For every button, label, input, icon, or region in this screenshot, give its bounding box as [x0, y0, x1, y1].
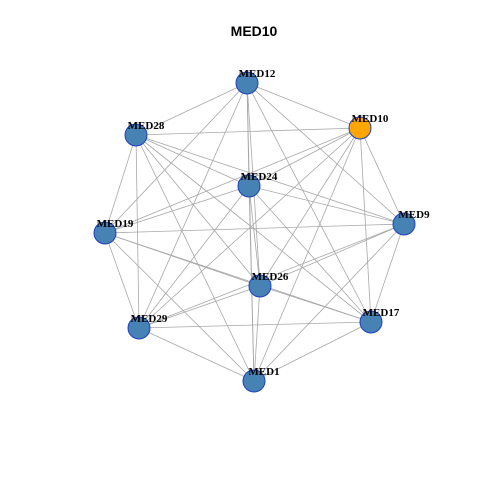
- edge-med12-med17: [246, 82, 372, 323]
- node-med9: MED9: [392, 209, 430, 236]
- edges-layer: [104, 82, 405, 382]
- node-label-med12: MED12: [239, 68, 276, 80]
- edge-med19-med1: [104, 232, 255, 382]
- node-med26: MED26: [248, 271, 289, 298]
- node-med12: MED12: [235, 68, 276, 95]
- node-label-med19: MED19: [97, 218, 134, 230]
- node-circle-med26: [248, 274, 272, 298]
- edge-med24-med19: [104, 185, 250, 234]
- edge-med12-med28: [135, 82, 248, 136]
- edge-med19-med17: [104, 232, 372, 323]
- edge-med12-med9: [246, 82, 405, 225]
- edge-med26-med17: [259, 285, 372, 323]
- node-circle-med9: [392, 212, 416, 236]
- edge-med28-med1: [135, 134, 255, 382]
- node-circle-med1: [242, 369, 266, 393]
- node-med28: MED28: [124, 120, 165, 147]
- node-circle-med17: [359, 310, 383, 334]
- edge-med28-med24: [135, 134, 250, 187]
- node-circle-med29: [127, 316, 151, 340]
- edge-med12-med29: [138, 82, 248, 329]
- edge-med10-med28: [135, 127, 361, 136]
- edge-med9-med26: [259, 223, 405, 287]
- node-med17: MED17: [359, 307, 400, 334]
- node-label-med24: MED24: [241, 171, 278, 183]
- edge-med24-med26: [248, 185, 261, 287]
- edge-med19-med9: [104, 223, 405, 234]
- node-med19: MED19: [93, 218, 134, 245]
- edge-med26-med29: [138, 285, 261, 329]
- edge-med29-med17: [138, 321, 372, 329]
- node-circle-med19: [93, 221, 117, 245]
- edge-med24-med9: [248, 185, 405, 225]
- edge-med9-med29: [138, 223, 405, 329]
- node-circle-med28: [124, 123, 148, 147]
- edge-med19-med29: [104, 232, 140, 329]
- node-circle-med24: [237, 174, 261, 198]
- edge-med24-med29: [138, 185, 250, 329]
- edge-med24-med17: [248, 185, 372, 323]
- node-circle-med12: [235, 71, 259, 95]
- edge-med10-med29: [138, 127, 361, 329]
- edge-med9-med1: [253, 223, 405, 382]
- node-med29: MED29: [127, 313, 168, 340]
- edge-med28-med29: [135, 134, 140, 329]
- node-label-med26: MED26: [252, 271, 289, 283]
- node-circle-med10: [348, 116, 372, 140]
- edge-med29-med1: [138, 327, 255, 382]
- node-med1: MED1: [242, 366, 280, 393]
- edge-med10-med1: [253, 127, 361, 382]
- edge-med17-med1: [253, 321, 372, 382]
- node-label-med29: MED29: [131, 313, 168, 325]
- node-label-med1: MED1: [248, 366, 279, 378]
- edge-med9-med17: [370, 223, 405, 323]
- edge-med26-med1: [253, 285, 261, 382]
- edge-med28-med19: [104, 134, 137, 234]
- edge-med12-med10: [246, 82, 361, 129]
- edge-med10-med9: [359, 127, 405, 225]
- node-label-med9: MED9: [398, 209, 430, 221]
- edge-med10-med26: [259, 127, 361, 287]
- node-med10: MED10: [348, 113, 389, 140]
- edge-med10-med19: [104, 127, 361, 234]
- node-label-med17: MED17: [363, 307, 400, 319]
- node-label-med28: MED28: [128, 120, 165, 132]
- node-med24: MED24: [237, 171, 278, 198]
- graph-title: MED10: [231, 23, 278, 39]
- edge-med10-med24: [248, 127, 361, 187]
- edge-med12-med19: [104, 82, 248, 234]
- edge-med28-med9: [135, 134, 405, 225]
- node-label-med10: MED10: [352, 113, 389, 125]
- edge-med28-med26: [135, 134, 261, 287]
